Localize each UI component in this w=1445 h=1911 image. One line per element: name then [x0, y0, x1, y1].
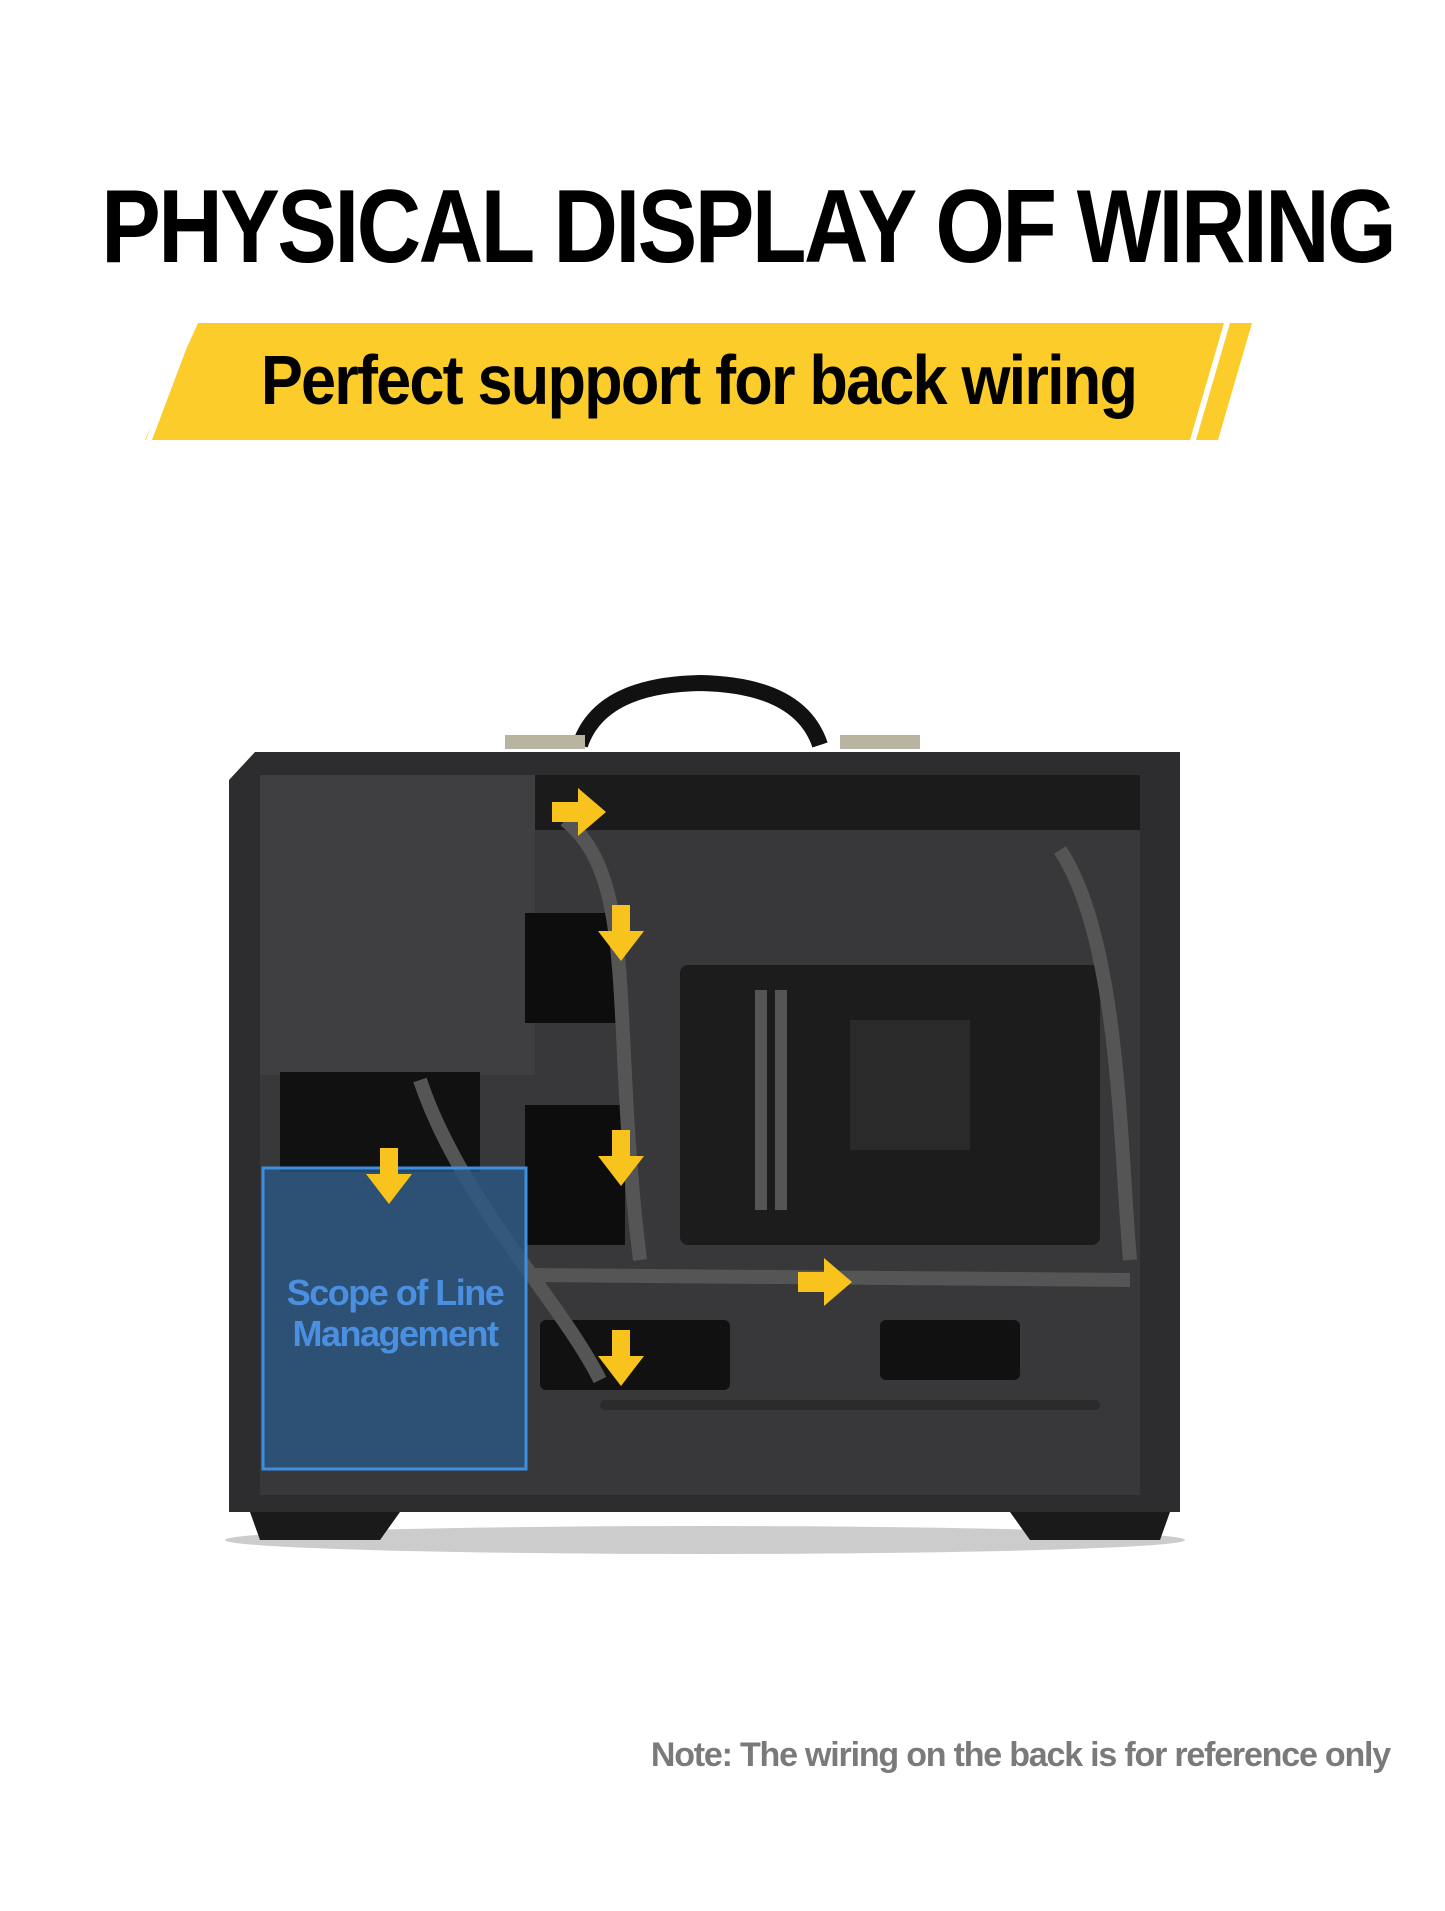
arrow-down-icon	[598, 1330, 644, 1386]
arrow-down-icon	[366, 1148, 412, 1204]
footer-note: Note: The wiring on the back is for refe…	[650, 1736, 1391, 1774]
scope-label: Scope of Line Management	[270, 1272, 520, 1355]
arrows	[366, 788, 852, 1386]
arrow-down-icon	[598, 905, 644, 961]
arrow-right-icon	[552, 788, 606, 836]
case-body	[225, 752, 1185, 1554]
scope-overlay	[261, 1166, 528, 1471]
page-title: PHYSICAL DISPLAY OF WIRING	[101, 169, 1397, 285]
handle-icon	[505, 674, 920, 749]
scope-label-line1: Scope of Line	[286, 1272, 505, 1313]
scope-label-line2: Management	[292, 1313, 499, 1355]
arrow-right-icon	[798, 1258, 852, 1306]
arrow-down-icon	[598, 1130, 644, 1186]
banner-shape	[145, 323, 1252, 440]
banner-subtitle: Perfect support for back wiring	[260, 341, 1138, 419]
